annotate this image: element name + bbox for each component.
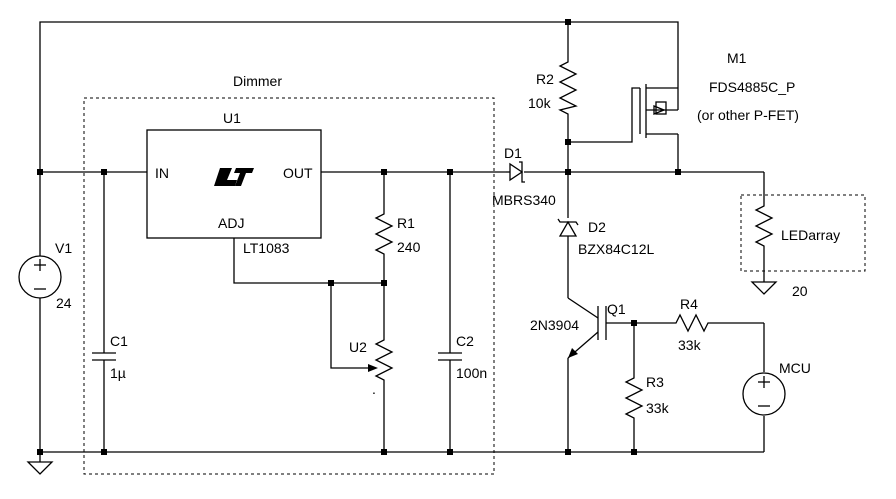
u2-wiper-mark: .	[372, 381, 376, 397]
v1-source	[18, 255, 62, 299]
mcu-source	[742, 372, 786, 416]
m1-part: FDS4885C_P	[709, 79, 795, 95]
d1-ref: D1	[504, 145, 522, 161]
r3-value: 33k	[646, 400, 670, 416]
r2-ref: R2	[536, 71, 554, 87]
linear-technology-logo-icon	[214, 168, 254, 186]
r4-value: 33k	[678, 337, 702, 353]
u1-pin-in: IN	[155, 165, 169, 181]
u1-regulator	[146, 129, 322, 239]
led-array-resistor	[754, 188, 774, 258]
c1-ref: C1	[110, 333, 128, 349]
mcu-ref: MCU	[779, 360, 811, 376]
r1-value: 240	[397, 239, 421, 255]
m1-ref: M1	[727, 50, 747, 66]
r1-ref: R1	[397, 215, 415, 231]
u1-pin-out: OUT	[283, 165, 313, 181]
d1-part: MBRS340	[492, 192, 556, 208]
q1-transistor	[567, 306, 607, 359]
r4-ref: R4	[680, 296, 698, 312]
m1-note: (or other P-FET)	[697, 107, 799, 123]
d2-ref: D2	[588, 219, 606, 235]
q1-part: 2N3904	[530, 317, 579, 333]
led-array-ref: LEDarray	[781, 227, 840, 243]
d1-diode	[506, 161, 525, 183]
c2-capacitor	[438, 352, 462, 361]
dimmer-box	[83, 97, 495, 475]
m1-mosfet	[639, 82, 679, 140]
wires	[39, 21, 765, 462]
dimmer-label: Dimmer	[233, 73, 282, 89]
d2-zener-diode	[557, 218, 579, 237]
c1-capacitor	[92, 352, 116, 361]
r2-value: 10k	[528, 95, 552, 111]
led-ground-symbol	[750, 281, 778, 295]
u1-part: LT1083	[243, 240, 290, 256]
q1-ref: Q1	[607, 301, 626, 317]
u1-ref: U1	[223, 110, 241, 126]
led-array-box	[740, 194, 866, 272]
junction-dots	[37, 19, 681, 455]
r2-resistor	[558, 52, 578, 120]
r4-resistor	[670, 313, 712, 333]
u2-ref: U2	[349, 339, 367, 355]
v1-value: 24	[56, 295, 72, 311]
r3-resistor	[624, 370, 644, 424]
d2-part: BZX84C12L	[578, 241, 654, 257]
v1-ref: V1	[55, 240, 72, 256]
led-array-value: 20	[792, 283, 808, 299]
ground-symbol	[26, 461, 54, 475]
c1-value: 1µ	[110, 365, 126, 381]
r1-resistor	[374, 206, 394, 260]
u2-potentiometer	[368, 332, 394, 388]
r3-ref: R3	[646, 374, 664, 390]
c2-ref: C2	[456, 333, 474, 349]
c2-value: 100n	[456, 365, 487, 381]
u1-pin-adj: ADJ	[218, 215, 244, 231]
